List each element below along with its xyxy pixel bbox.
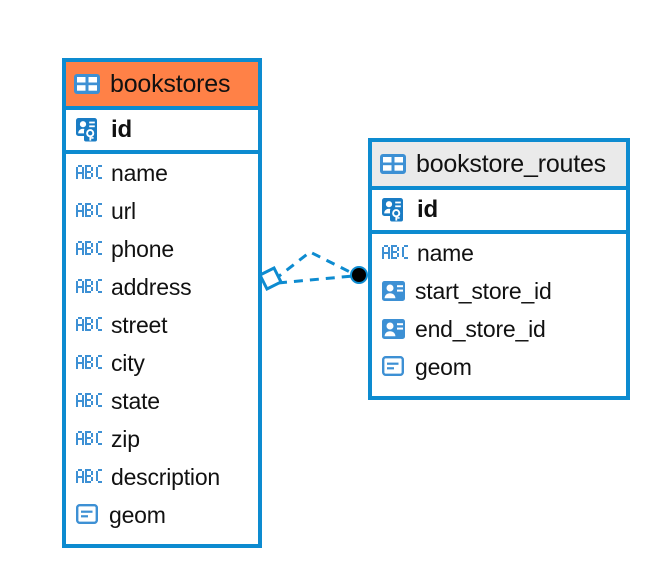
text-abc-icon — [76, 241, 102, 257]
field-label: url — [111, 197, 136, 224]
text-abc-icon — [76, 317, 102, 333]
field-row-url[interactable]: url — [66, 192, 258, 230]
field-row-street[interactable]: street — [66, 306, 258, 344]
text-abc-icon — [382, 245, 408, 261]
entity-header-bookstores[interactable]: bookstores — [66, 62, 258, 110]
field-row-zip[interactable]: zip — [66, 420, 258, 458]
field-label: state — [111, 387, 160, 414]
geometry-icon — [76, 504, 100, 526]
field-label: end_store_id — [415, 315, 546, 342]
relationship-line-lower — [277, 274, 354, 285]
field-label: city — [111, 349, 145, 376]
field-row-address[interactable]: address — [66, 268, 258, 306]
field-label: description — [111, 463, 221, 490]
field-label: zip — [111, 425, 140, 452]
field-label: name — [417, 239, 474, 266]
text-abc-icon — [76, 165, 102, 181]
text-abc-icon — [76, 279, 102, 295]
field-row-primary-key[interactable]: id — [66, 110, 258, 154]
field-row-primary-key[interactable]: id — [372, 190, 626, 234]
field-row-name[interactable]: name — [66, 154, 258, 192]
field-label: street — [111, 311, 168, 338]
field-label: geom — [415, 353, 472, 380]
entity-title: bookstore_routes — [416, 149, 606, 178]
entity-title: bookstores — [110, 69, 231, 98]
field-row-phone[interactable]: phone — [66, 230, 258, 268]
field-label: id — [111, 116, 132, 143]
field-label: phone — [111, 235, 174, 262]
field-row-end-store-id[interactable]: end_store_id — [372, 310, 626, 348]
foreign-key-icon — [382, 319, 406, 339]
text-abc-icon — [76, 203, 102, 219]
foreign-key-icon — [382, 281, 406, 301]
entity-header-bookstore-routes[interactable]: bookstore_routes — [372, 142, 626, 190]
primary-key-icon — [76, 118, 102, 142]
table-icon — [74, 74, 100, 94]
entity-bookstores[interactable]: bookstores id — [62, 58, 262, 548]
field-label: id — [417, 196, 438, 223]
field-row-name[interactable]: name — [372, 234, 626, 272]
text-abc-icon — [76, 393, 102, 409]
text-abc-icon — [76, 469, 102, 485]
field-row-geom[interactable]: geom — [372, 348, 626, 386]
field-row-description[interactable]: description — [66, 458, 258, 496]
relationship-target-circle — [350, 266, 368, 284]
relationship-line-upper — [273, 250, 355, 282]
relationship-connector — [258, 250, 368, 292]
field-row-start-store-id[interactable]: start_store_id — [372, 272, 626, 310]
text-abc-icon — [76, 355, 102, 371]
field-label: start_store_id — [415, 277, 552, 304]
entity-bookstore-routes[interactable]: bookstore_routes id — [368, 138, 630, 400]
primary-key-icon — [382, 198, 408, 222]
geometry-icon — [382, 356, 406, 378]
field-row-state[interactable]: state — [66, 382, 258, 420]
field-label: geom — [109, 501, 166, 528]
table-icon — [380, 154, 406, 174]
text-abc-icon — [76, 431, 102, 447]
field-row-geom[interactable]: geom — [66, 496, 258, 534]
field-row-city[interactable]: city — [66, 344, 258, 382]
relationship-source-diamond — [258, 265, 284, 292]
field-label: name — [111, 159, 168, 186]
field-label: address — [111, 273, 192, 300]
